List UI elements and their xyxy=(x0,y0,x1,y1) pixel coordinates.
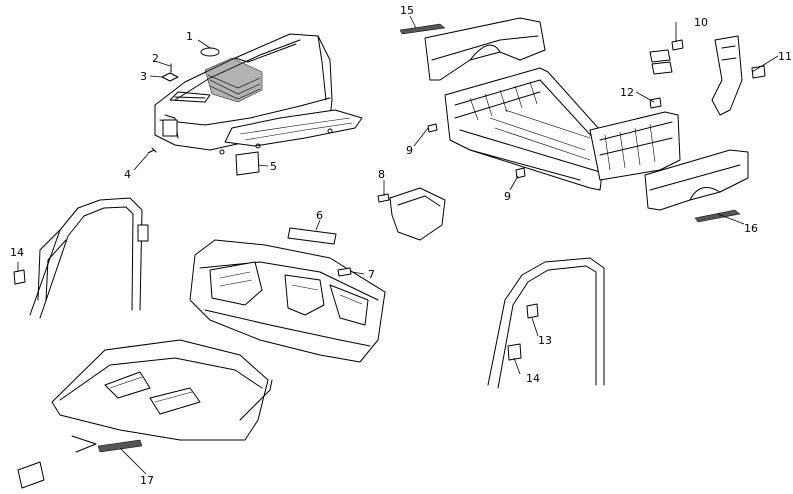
callout-labels: 1 2 3 4 5 6 7 8 9 9 10 11 12 13 14 14 15… xyxy=(10,4,792,487)
callout-13: 13 xyxy=(538,334,552,347)
callout-10: 10 xyxy=(694,16,708,29)
callout-9b: 9 xyxy=(504,190,511,203)
cover-part-8 xyxy=(377,187,446,241)
callout-11: 11 xyxy=(778,50,792,63)
roll-bar-left xyxy=(13,197,149,319)
callout-4: 4 xyxy=(124,168,131,181)
callout-16: 16 xyxy=(744,222,758,235)
callout-3: 3 xyxy=(140,70,147,83)
leader-lines xyxy=(17,15,779,475)
callout-1: 1 xyxy=(186,30,193,43)
callout-2: 2 xyxy=(152,52,159,65)
hood-assembly xyxy=(147,33,363,176)
callout-7: 7 xyxy=(368,268,375,281)
callout-8: 8 xyxy=(378,168,385,181)
callout-5: 5 xyxy=(270,160,277,173)
floor-panel-assembly xyxy=(17,339,273,489)
callout-9a: 9 xyxy=(406,144,413,157)
roll-bar-right xyxy=(487,257,605,389)
callout-14b: 14 xyxy=(526,372,540,385)
callout-6: 6 xyxy=(316,209,323,222)
cargo-box-assembly xyxy=(399,17,766,223)
callout-15: 15 xyxy=(400,4,414,17)
callout-17: 17 xyxy=(140,474,154,487)
dashboard-assembly xyxy=(189,227,386,363)
callout-12: 12 xyxy=(620,86,634,99)
callout-14a: 14 xyxy=(10,246,24,259)
